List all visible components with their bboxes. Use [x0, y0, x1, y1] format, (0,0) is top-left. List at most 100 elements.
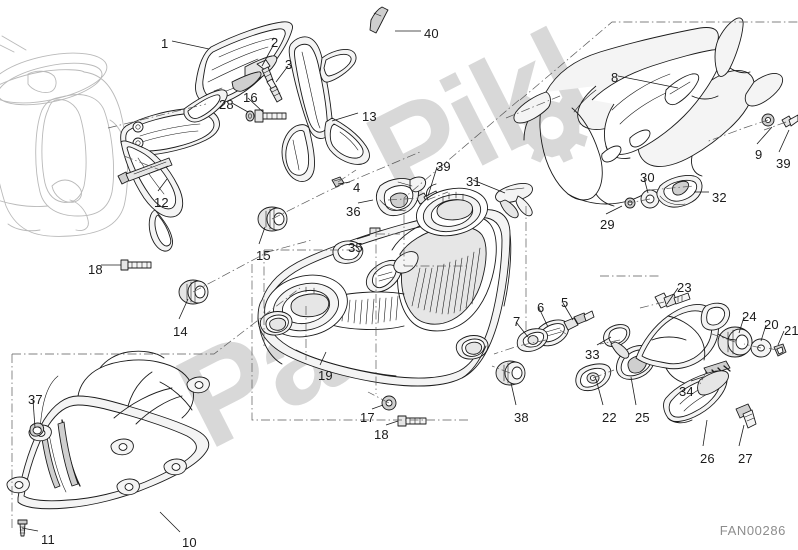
- callout-39: 39: [436, 159, 451, 174]
- leader-24: [738, 316, 745, 334]
- leader-31: [472, 179, 506, 194]
- callout-21: 21: [784, 323, 798, 338]
- callout-6: 6: [537, 300, 545, 315]
- leader-39: [427, 166, 438, 197]
- part-nut-29: [624, 197, 636, 209]
- callout-9: 9: [755, 147, 763, 162]
- leader-36: [357, 199, 374, 204]
- part-instrument-panel: [195, 21, 293, 108]
- part-bolt-16: [254, 109, 287, 123]
- callout-22: 22: [602, 410, 617, 425]
- callout-26: 26: [700, 451, 715, 466]
- part-bolt-27: [735, 403, 757, 429]
- callout-39: 39: [776, 156, 791, 171]
- leader-7: [515, 321, 529, 338]
- callout-13: 13: [362, 109, 377, 124]
- callout-32: 32: [712, 190, 727, 205]
- callout-28: 28: [219, 97, 234, 112]
- part-bolt-18-left: [120, 259, 152, 271]
- leader-1: [171, 40, 210, 50]
- ghost-frame-outline: [0, 35, 128, 237]
- leader-38: [510, 382, 517, 406]
- callout-10: 10: [182, 535, 197, 550]
- leader-18: [385, 420, 399, 426]
- leader-27: [738, 424, 745, 447]
- leader-28: [231, 102, 249, 113]
- assembly-dash-lines: [11, 21, 798, 530]
- part-bolt-18-bottom: [397, 415, 427, 427]
- callout-11: 11: [41, 532, 55, 547]
- callout-leader-lines: [21, 30, 790, 533]
- callout-4: 4: [353, 180, 361, 195]
- callout-40: 40: [424, 26, 439, 41]
- leader-14: [178, 298, 189, 320]
- callout-20: 20: [764, 317, 779, 332]
- callout-29: 29: [600, 217, 615, 232]
- part-headlight-19: [257, 183, 512, 387]
- callout-7: 7: [513, 314, 521, 329]
- callout-2: 2: [271, 35, 279, 50]
- leader-2: [261, 43, 275, 67]
- part-lower-fairing-10: [6, 350, 210, 510]
- part-grommet-38: [495, 360, 526, 386]
- callout-14: 14: [173, 324, 188, 339]
- part-upper-fairing-8: [513, 17, 784, 207]
- diagram-code: FAN00286: [719, 523, 786, 538]
- part-plate-22: [575, 363, 612, 392]
- part-rod-40: [369, 6, 389, 34]
- leader-9: [756, 126, 773, 145]
- part-bracket-12: [117, 89, 228, 252]
- callout-5: 5: [561, 295, 569, 310]
- leader-20: [760, 324, 767, 342]
- callout-18: 18: [374, 427, 389, 442]
- part-bracket-assembly: [635, 302, 737, 385]
- callout-34: 34: [679, 384, 694, 399]
- callout-23: 23: [677, 280, 692, 295]
- leader-11: [21, 527, 39, 532]
- leader-15: [258, 226, 266, 245]
- part-cover-32: [656, 175, 703, 208]
- part-grommet-15: [257, 206, 288, 232]
- leader-13: [331, 112, 359, 122]
- callout-36: 36: [346, 204, 361, 219]
- leader-22: [595, 378, 604, 406]
- leader-8: [617, 75, 679, 89]
- callout-35: 35: [348, 240, 363, 255]
- callout-19: 19: [318, 368, 333, 383]
- leader-35: [356, 234, 371, 240]
- leader-17: [371, 404, 384, 410]
- part-bushing-24: [717, 326, 753, 358]
- callout-12: 12: [154, 195, 169, 210]
- part-gasket-7: [516, 328, 549, 352]
- leader-12: [157, 178, 168, 192]
- leader-10: [159, 511, 181, 533]
- leader-34: [690, 376, 704, 382]
- callout-3: 3: [285, 57, 293, 72]
- leader-37: [32, 399, 36, 429]
- callout-25: 25: [635, 410, 650, 425]
- part-screw-23: [654, 292, 691, 309]
- callout-33: 33: [585, 347, 600, 362]
- part-switch-26: [663, 370, 729, 424]
- callout-8: 8: [611, 70, 619, 85]
- callout-31: 31: [466, 174, 481, 189]
- callout-37: 37: [28, 392, 43, 407]
- leader-19: [319, 351, 327, 366]
- leader-26: [702, 419, 708, 447]
- part-clamp-36: [375, 176, 427, 217]
- callout-24: 24: [742, 309, 757, 324]
- callout-30: 30: [640, 170, 655, 185]
- leader-39: [778, 129, 790, 153]
- leader-30: [643, 177, 649, 194]
- leader-21: [777, 330, 785, 346]
- part-headlight-support-13: [281, 36, 370, 182]
- callout-1: 1: [161, 36, 169, 51]
- part-socket-33: [603, 324, 631, 359]
- part-clip-31: [495, 183, 533, 219]
- leader-6: [538, 307, 549, 328]
- leader-23: [666, 287, 679, 305]
- callout-38: 38: [514, 410, 529, 425]
- callout-15: 15: [256, 248, 271, 263]
